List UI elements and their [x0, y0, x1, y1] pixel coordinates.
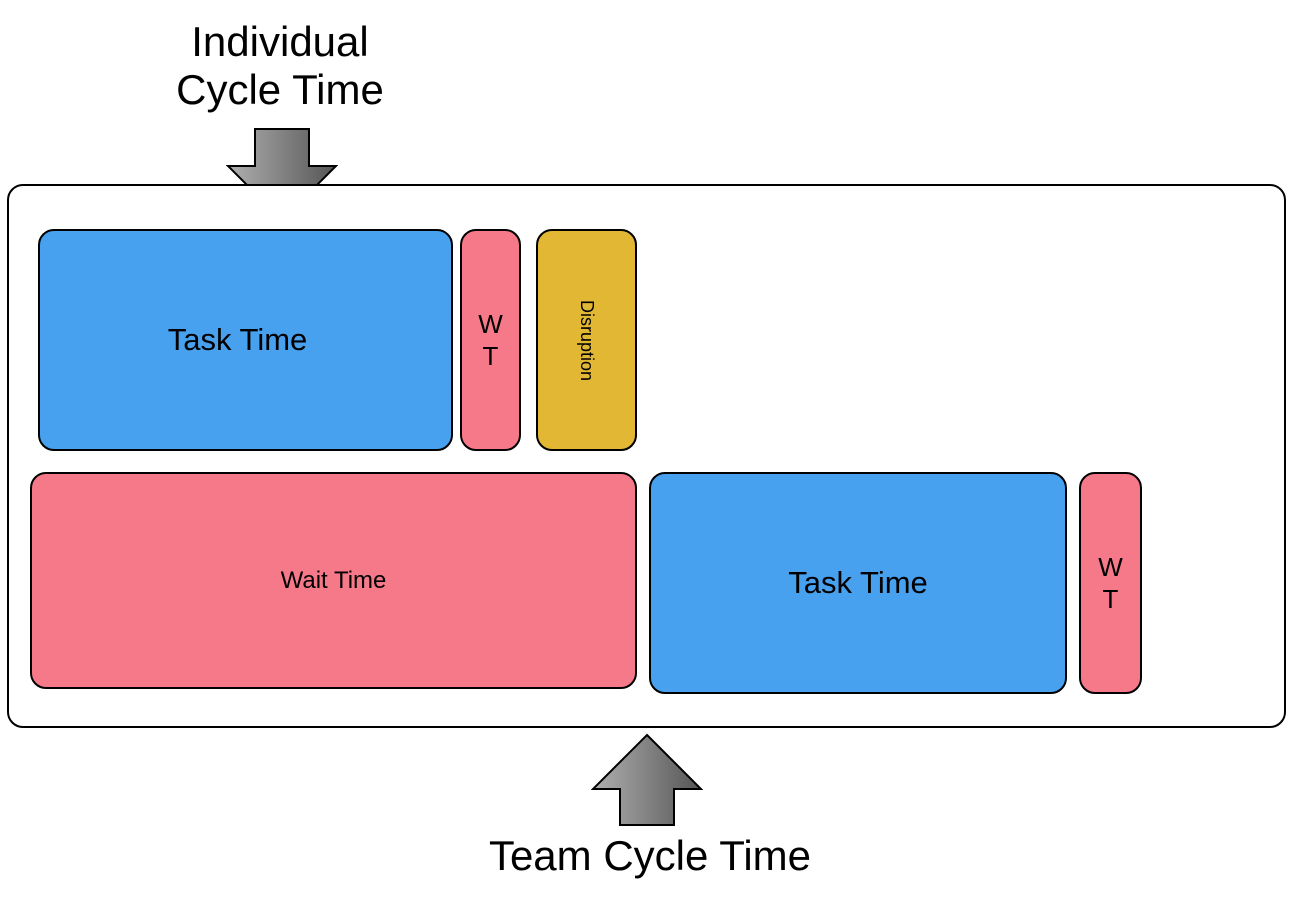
disruption-block: Disruption [536, 229, 637, 451]
wait-time-short-block-2: W T [1079, 472, 1142, 694]
individual-label-line2: Cycle Time [176, 66, 384, 113]
disruption-label: Disruption [576, 299, 597, 381]
up-arrow-icon [591, 733, 703, 826]
individual-cycle-time-label: Individual Cycle Time [130, 18, 430, 114]
task-time-label-1: Task Time [167, 322, 308, 357]
task-time-block-2: Task Time [649, 472, 1067, 694]
wt-1-line1: W [478, 309, 503, 339]
task-time-label-2: Task Time [788, 565, 928, 600]
team-cycle-time-label: Team Cycle Time [488, 832, 812, 879]
wait-time-block: Wait Time [30, 472, 637, 689]
individual-label-line1: Individual [191, 18, 369, 65]
wait-time-short-block-1: W T [460, 229, 521, 451]
wt-2-line1: W [1098, 552, 1123, 582]
wt-1-line2: T [482, 341, 499, 371]
wt-2-line2: T [1102, 584, 1119, 614]
task-time-block-1: Task Time [38, 229, 453, 451]
wait-time-label: Wait Time [280, 566, 387, 594]
